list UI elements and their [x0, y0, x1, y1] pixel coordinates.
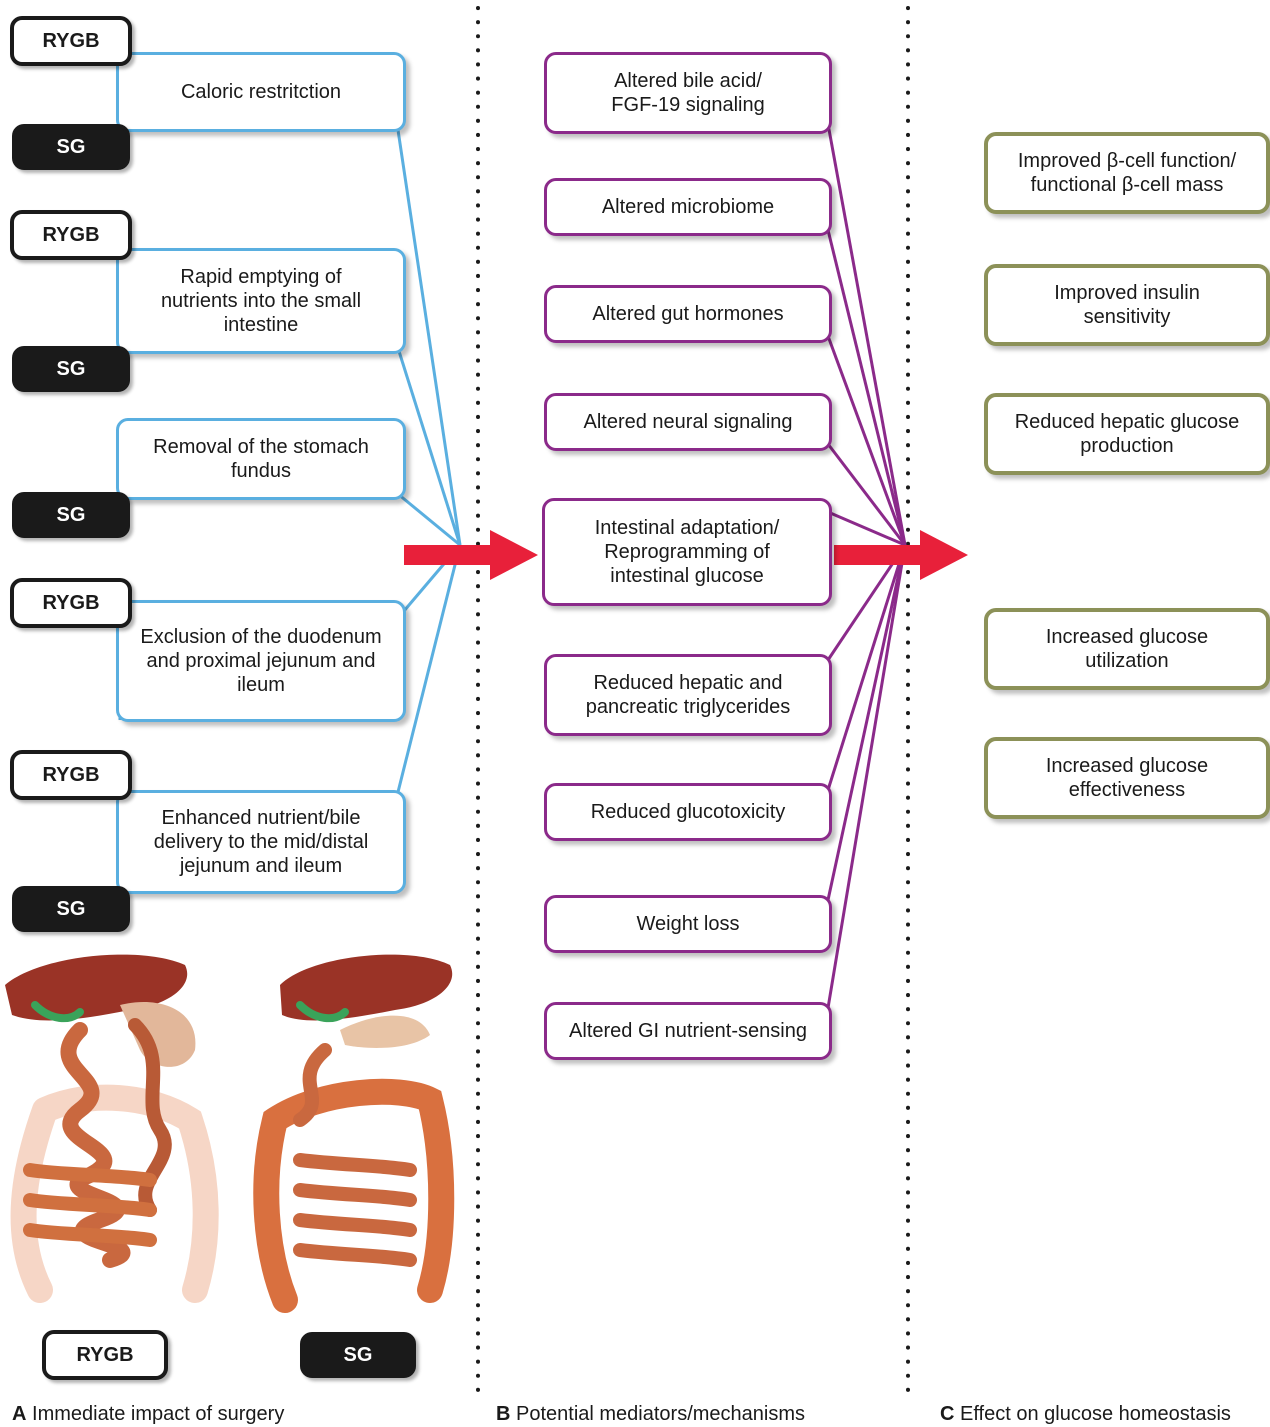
rygb-tag: RYGB: [10, 578, 132, 628]
caption-a-text: Immediate impact of surgery: [26, 1403, 285, 1425]
sg-tag: SG: [12, 124, 130, 170]
sg-tag: SG: [12, 886, 130, 932]
impact-box-nutrient-delivery: Enhanced nutrient/bile delivery to the m…: [116, 790, 406, 894]
rygb-tag: RYGB: [10, 750, 132, 800]
effect-box-glucose-utilization: Increased glucose utilization: [984, 608, 1270, 690]
mediator-box-weight-loss: Weight loss: [544, 895, 832, 953]
effect-box-glucose-effectiveness: Increased glucose effectiveness: [984, 737, 1270, 819]
mediator-box-triglycerides: Reduced hepatic and pancreatic triglycer…: [544, 654, 832, 736]
rygb-tag: RYGB: [10, 16, 132, 66]
rygb-tag: RYGB: [10, 210, 132, 260]
sg-tag: SG: [12, 492, 130, 538]
arrow-surgery-to-mediators: [404, 530, 538, 580]
surgery-fan-lines: [396, 129, 462, 793]
impact-box-duodenum-exclusion: Exclusion of the duodenum and proximal j…: [116, 600, 406, 722]
impact-box-caloric-restriction: Caloric restritction: [116, 52, 406, 132]
mediator-box-intestinal-adaptation: Intestinal adaptation/ Reprogramming of …: [542, 498, 832, 606]
arrow-mediators-to-effects: [834, 530, 968, 580]
effect-box-insulin-sensitivity: Improved insulin sensitivity: [984, 264, 1270, 346]
caption-c: C Effect on glucose homeostasis: [940, 1403, 1231, 1426]
caption-b: B Potential mediators/mechanisms: [496, 1403, 805, 1426]
caption-a-letter: A: [12, 1403, 27, 1425]
caption-b-text: Potential mediators/mechanisms: [510, 1403, 806, 1425]
caption-c-text: Effect on glucose homeostasis: [954, 1403, 1231, 1425]
mediator-box-neural-signaling: Altered neural signaling: [544, 393, 832, 451]
impact-box-fundus-removal: Removal of the stomach fundus: [116, 418, 406, 500]
impact-box-rapid-emptying: Rapid emptying of nutrients into the sma…: [116, 248, 406, 354]
sg-tag: SG: [12, 346, 130, 392]
mediator-box-microbiome: Altered microbiome: [544, 178, 832, 236]
caption-b-letter: B: [496, 1403, 511, 1425]
effect-box-hepatic-glucose: Reduced hepatic glucose production: [984, 393, 1270, 475]
mediator-box-glucotoxicity: Reduced glucotoxicity: [544, 783, 832, 841]
mediator-fan-lines: [826, 123, 907, 1009]
mediator-box-gut-hormones: Altered gut hormones: [544, 285, 832, 343]
mediator-box-nutrient-sensing: Altered GI nutrient-sensing: [544, 1002, 832, 1060]
caption-c-letter: C: [940, 1403, 955, 1425]
caption-a: A Immediate impact of surgery: [12, 1403, 284, 1426]
effect-box-beta-cell: Improved β-cell function/ functional β-c…: [984, 132, 1270, 214]
sg-anatomy-illustration: [253, 954, 455, 1313]
rygb-anatomy-illustration: [5, 954, 219, 1303]
mediator-box-bile-acid: Altered bile acid/ FGF-19 signaling: [544, 52, 832, 134]
sg-anatomy-label: SG: [300, 1332, 416, 1378]
rygb-anatomy-label: RYGB: [42, 1330, 168, 1380]
